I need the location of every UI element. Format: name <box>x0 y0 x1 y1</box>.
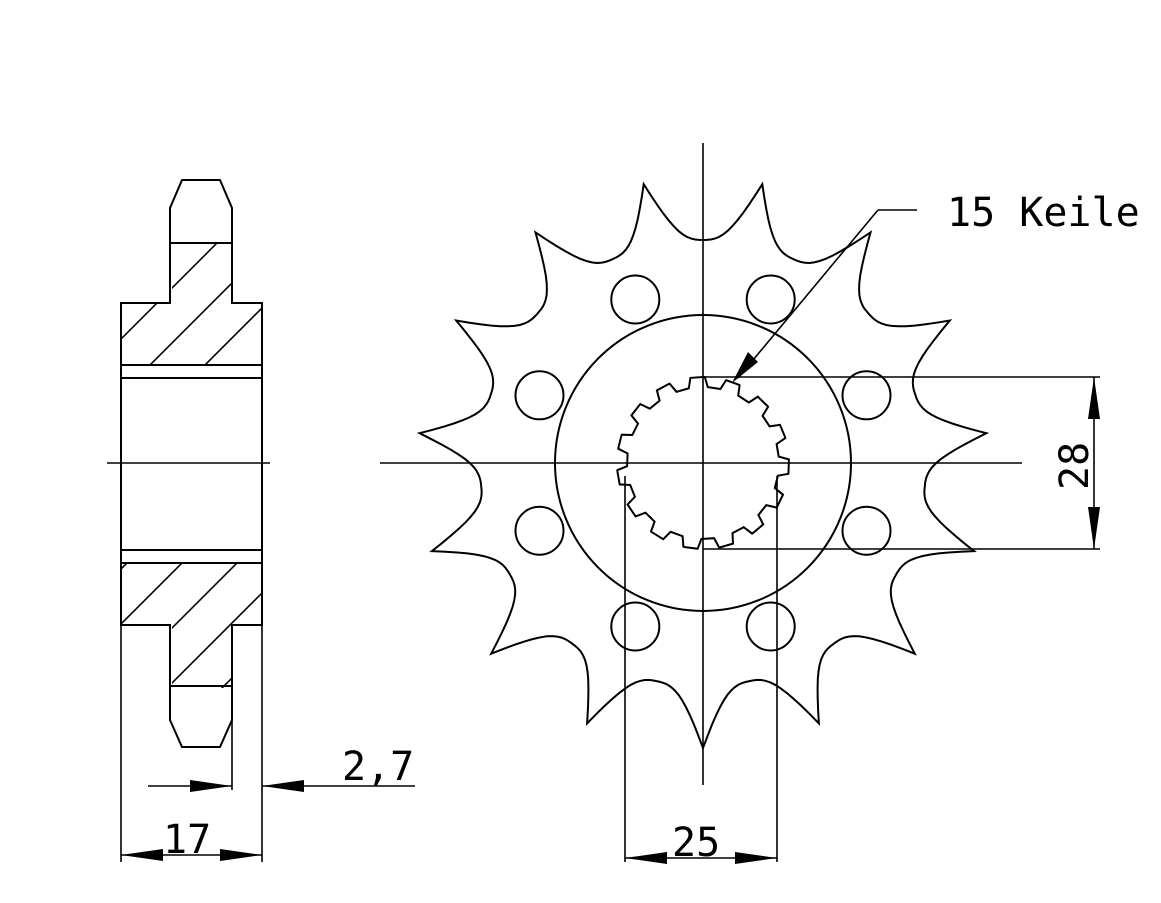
bolt-hole <box>514 505 565 556</box>
bolt-hole <box>745 601 796 652</box>
bolt-holes <box>514 274 892 652</box>
hub-circle <box>554 314 852 612</box>
bolt-hole <box>841 505 892 556</box>
front-view: 15 Keile 28 25 <box>380 143 1140 866</box>
dimension-spline-diameter: 28 <box>703 376 1100 550</box>
spline-diameter-label: 28 <box>1052 442 1098 490</box>
section-hatch-top <box>121 243 262 365</box>
section-hatch-bottom <box>121 563 262 688</box>
side-section-view: 2,7 17 <box>107 179 415 863</box>
bolt-hole <box>841 370 892 421</box>
spline-callout: 15 Keile <box>732 190 1140 383</box>
dimension-bore-width: 25 <box>624 476 778 866</box>
offset-dimension-label: 2,7 <box>342 744 414 790</box>
spline-bore-outline <box>616 376 790 550</box>
width-dimension-label: 17 <box>163 817 211 863</box>
dimension-width: 17 <box>121 817 262 863</box>
bore-width-label: 25 <box>672 820 720 866</box>
bolt-hole <box>514 370 565 421</box>
bolt-hole <box>610 601 661 652</box>
sprocket-teeth-outline <box>416 181 990 751</box>
spline-count-label: 15 Keile <box>947 190 1140 236</box>
bolt-hole <box>745 274 796 325</box>
dimension-offset: 2,7 <box>148 744 415 792</box>
side-bottom-tooth <box>120 550 263 748</box>
side-top-tooth <box>120 179 263 378</box>
bolt-hole <box>610 274 661 325</box>
